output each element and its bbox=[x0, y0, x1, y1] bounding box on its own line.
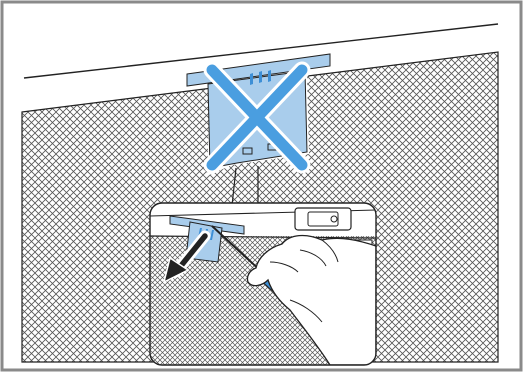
detail-inset bbox=[150, 203, 376, 365]
